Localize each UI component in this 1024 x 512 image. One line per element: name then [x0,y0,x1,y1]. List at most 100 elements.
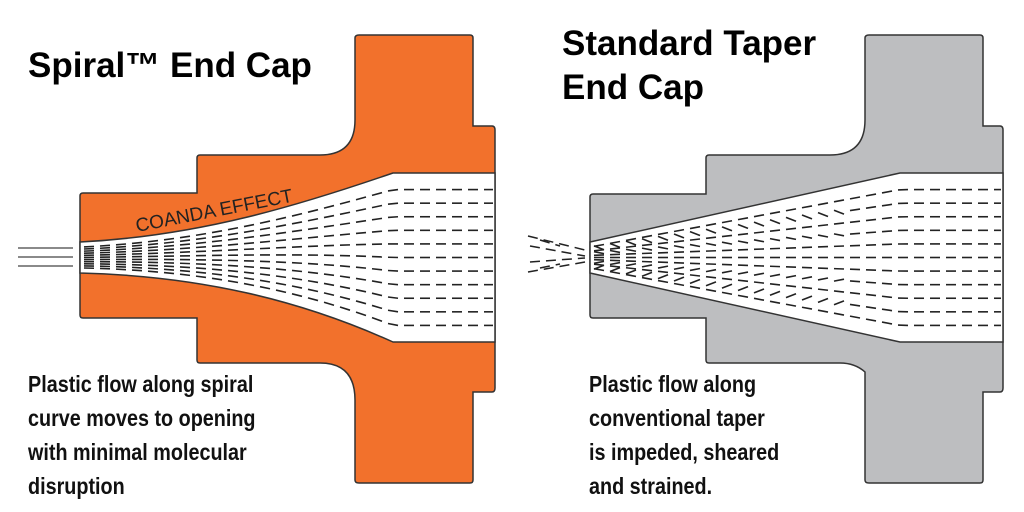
flow-dash [833,290,845,293]
flow-dash [641,271,653,277]
flow-dash [849,315,861,319]
flow-dash [355,219,367,224]
flow-dash [689,225,701,230]
flow-dash [243,229,255,234]
flow-dash [625,248,637,253]
flow-dash [355,300,367,305]
spiral-description: Plastic flow along spiral curve moves to… [28,367,256,503]
flow-dash [291,237,303,241]
flow-dash [657,279,669,284]
flow-dash [753,214,765,218]
flow-dash [865,318,877,322]
flow-dash [769,300,781,304]
standard-title-line: End Cap [562,68,704,107]
flow-dash [769,237,781,242]
flow-dash [307,217,319,222]
flow-dash [785,208,797,212]
flow-dash [387,215,399,219]
flow-dash [115,243,127,246]
flow-dash [801,205,813,209]
flow-dash [833,209,845,215]
flow-dash [721,291,733,296]
standard-title-line: Standard Taper [562,24,817,63]
flow-dash [609,266,621,273]
flow-dash [721,283,733,289]
flow-dash [275,239,287,242]
flow-dash [307,271,319,275]
flow-dash [817,288,829,292]
flow-dash [227,269,239,273]
flow-dash [833,312,845,316]
flow-dash [371,204,383,209]
flow-dash [881,203,893,207]
flow-dash [881,230,893,233]
flow-dash [705,268,717,273]
flow-dash [179,269,191,273]
flow-dash [179,243,191,246]
flow-dash [243,242,255,245]
flow-dash [179,239,191,243]
flow-dash [865,281,877,284]
flow-dash [625,262,637,267]
flow-dash [195,245,207,249]
flow-dash [865,193,877,197]
flow-dash [387,269,399,272]
flow-dash [307,279,319,284]
flow-dash [195,275,207,279]
standard-description-line: and strained. [589,473,713,499]
flow-dash [291,293,303,298]
standard-description-line: Plastic flow along [589,371,757,397]
flow-dash [131,247,143,250]
flow-dash [147,239,159,243]
flow-dash [259,227,271,231]
flow-dash [163,248,175,251]
flow-dash [641,238,653,244]
flow-dash [625,266,637,270]
flow-dash [801,295,813,301]
flow-dash [339,211,351,216]
flow-dash [785,227,797,231]
flow-dash [243,282,255,287]
flow-dash [881,190,893,194]
flow-dash [131,241,143,245]
flow-dash [163,271,175,275]
flow-dash [785,236,797,241]
flow-dash [625,240,637,246]
flow-dash [291,277,303,281]
flow-dash [753,221,765,227]
flow-dash [849,280,861,283]
flow-dash [339,233,351,236]
standard-description: Plastic flow along conventional taper is… [589,367,779,503]
flow-dash [179,266,191,269]
flow-dash [323,301,335,306]
flow-dash [131,244,143,247]
flow-dash [147,242,159,246]
flow-dash [673,266,685,271]
flow-dash [785,274,797,279]
flow-dash [721,234,733,238]
flow-dash [323,234,335,238]
flow-dash [609,265,621,268]
flow-dash [371,267,383,271]
outgoing-jet-dash [529,245,586,257]
flow-dash [259,233,271,237]
outgoing-jet-dash [539,239,561,247]
flow-dash [705,242,717,247]
standard-flow-channel [589,172,1004,343]
flow-dash [307,288,319,293]
flow-dash [291,212,303,217]
flow-dash [721,277,733,281]
flow-dash [865,293,877,297]
flow-dash [387,202,399,206]
flow-dash [339,285,351,290]
flow-dash [849,232,861,235]
flow-dash [355,277,367,281]
flow-dash [737,232,749,236]
flow-dash [673,282,685,287]
flow-dash [721,241,733,245]
flow-dash [753,297,765,301]
flow-dash [211,263,223,266]
flow-dash [211,277,223,281]
flow-dash [721,270,733,274]
